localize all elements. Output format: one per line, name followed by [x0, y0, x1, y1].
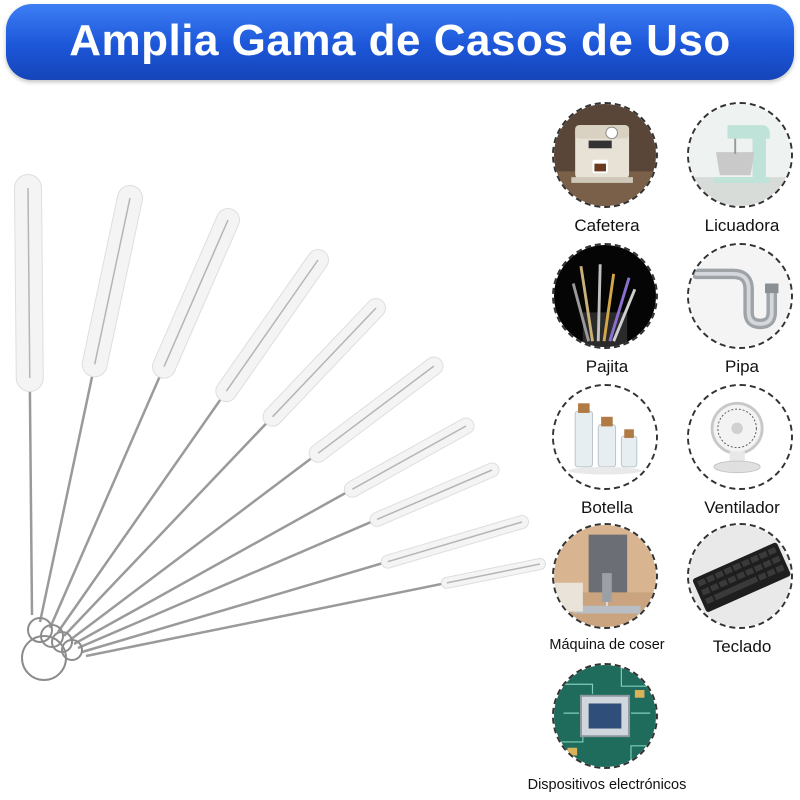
use-case-label: Botella	[581, 498, 633, 517]
key-ring	[61, 639, 83, 661]
brush	[73, 417, 475, 646]
use-case-label: Dispositivos electrónicos	[527, 777, 687, 793]
brush	[81, 515, 529, 654]
circuit-board-icon	[552, 663, 658, 769]
brush-core	[317, 365, 435, 454]
use-case-label: Pajita	[585, 357, 629, 376]
title-banner: Amplia Gama de Casos de Uso	[6, 4, 794, 80]
brush	[38, 185, 143, 623]
use-case-label: Teclado	[712, 637, 772, 656]
straws-icon	[552, 243, 658, 349]
brush	[14, 174, 44, 616]
pipe-icon	[687, 243, 793, 349]
brush-core	[93, 197, 131, 365]
brush-set-illustration	[14, 174, 546, 681]
brush-core	[376, 469, 493, 521]
use-case-label: Máquina de coser	[549, 637, 665, 653]
brush	[48, 208, 240, 629]
brush	[77, 462, 500, 650]
brush-core	[163, 219, 229, 367]
fan-icon	[687, 384, 793, 490]
brush	[85, 558, 546, 658]
coffee-machine-icon	[552, 102, 658, 208]
page-title: Amplia Gama de Casos de Uso	[69, 16, 731, 65]
key-ring	[27, 617, 53, 643]
brush	[56, 249, 329, 633]
sewing-machine-icon	[552, 523, 658, 629]
use-case-label: Pipa	[724, 357, 760, 376]
use-case-label: Cafetera	[574, 216, 640, 235]
stand-mixer-icon	[687, 102, 793, 208]
use-case-label: Ventilador	[704, 498, 780, 517]
brush-core	[225, 259, 319, 392]
brush-core	[446, 563, 541, 584]
bottles-icon	[552, 384, 658, 490]
brush	[63, 298, 386, 637]
brush-core	[352, 425, 467, 490]
brush-core	[387, 521, 523, 563]
keyboard-icon	[687, 523, 793, 629]
brush-core	[272, 307, 377, 418]
brush-core	[27, 187, 31, 378]
use-case-label: Licuadora	[704, 216, 780, 235]
brush	[69, 356, 444, 641]
